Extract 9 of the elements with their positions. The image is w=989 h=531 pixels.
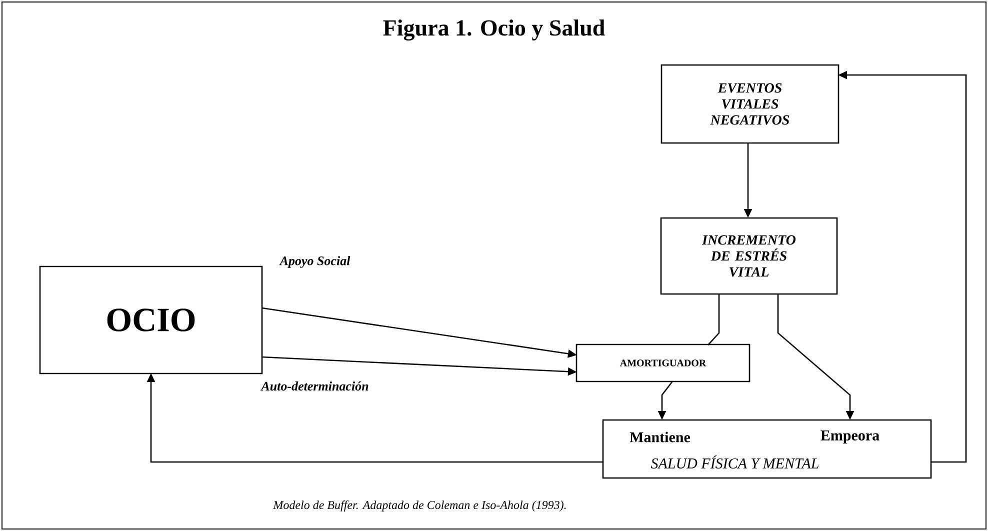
edge-label: Auto-determinación [260,380,370,392]
edge-label: Apoyo Social [278,255,352,269]
outcome-box: Mantiene Empeora SALUD FÍSICA Y MENTAL [602,419,932,479]
leisure-box: OCIO [39,266,263,374]
event-box: EVENTOS VITALES NEGATIVOS [660,64,840,144]
caption: Modelo de Buffer. Adaptado de Coleman e Iso-Ahola (1993). [273,500,566,512]
buffer-box: AMORTIGUADOR [576,344,750,382]
process-box: INCREMENTO DE ESTRÉS VITAL [660,217,838,295]
title: Figura 1. Ocio y Salud [383,19,605,41]
